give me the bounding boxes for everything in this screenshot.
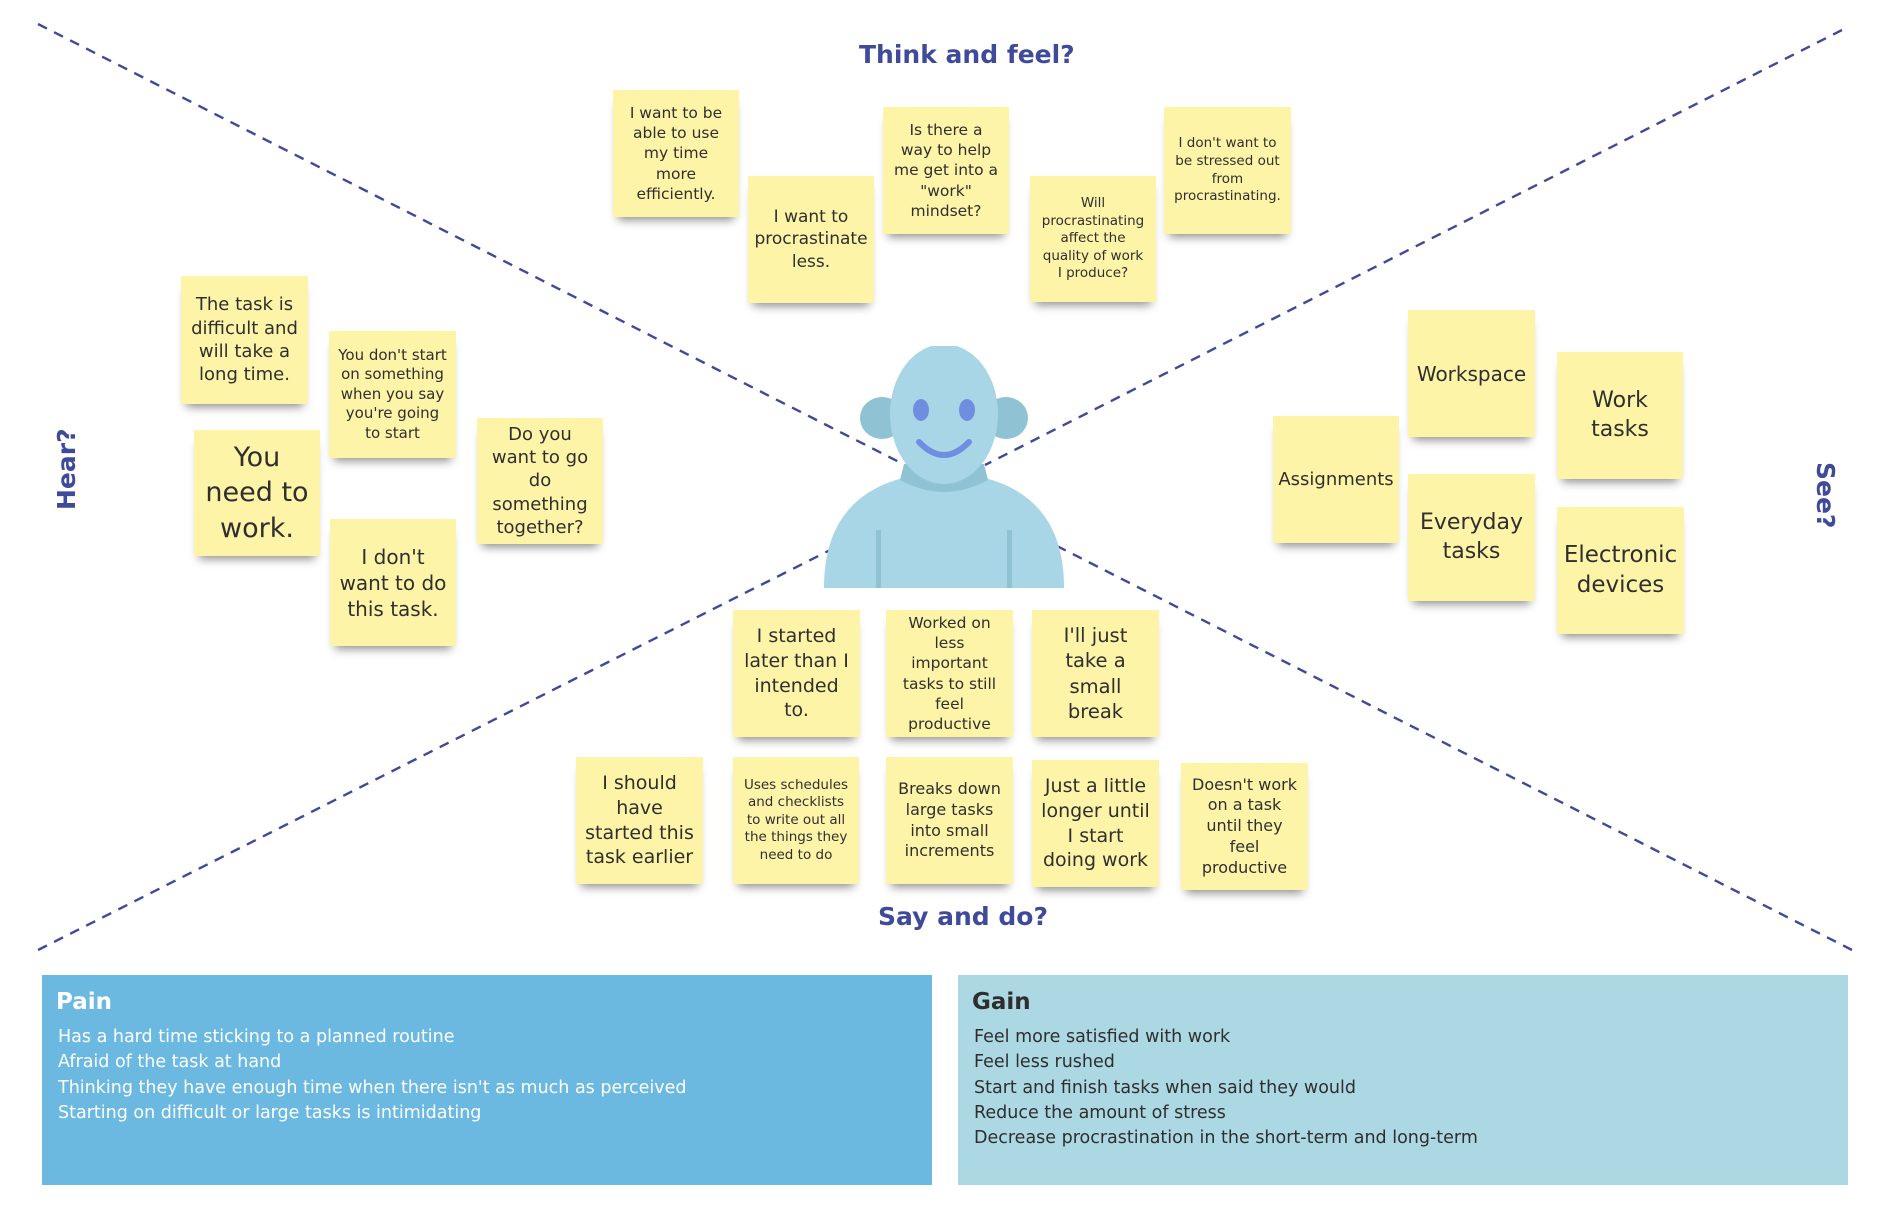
- hear-label: Hear?: [52, 428, 81, 510]
- hear-note-dont-start: You don't start on something when you sa…: [329, 331, 456, 458]
- hear-note-task-difficult: The task is difficult and will take a lo…: [181, 276, 308, 404]
- think-note-work-mindset: Is there a way to help me get into a "wo…: [883, 107, 1009, 234]
- gain-title: Gain: [972, 989, 1031, 1015]
- think-note-procrastinate-less: I want to procrastinate less.: [748, 176, 874, 303]
- pain-item: Afraid of the task at hand: [58, 1052, 282, 1073]
- say-note-started-later: I started later than I intended to.: [733, 610, 860, 737]
- hear-note-dont-want-task: I don't want to do this task.: [330, 519, 456, 646]
- gain-item: Feel more satisfied with work: [974, 1027, 1231, 1047]
- person-avatar-icon: [824, 346, 1064, 588]
- say-note-small-break: I'll just take a small break: [1032, 610, 1159, 737]
- gain-item: Start and finish tasks when said they wo…: [974, 1077, 1356, 1098]
- see-note-workspace: Workspace: [1408, 310, 1535, 437]
- divider-line-top-left: [37, 22, 906, 467]
- pain-item: Thinking they have enough time when ther…: [58, 1077, 687, 1098]
- pain-item: Has a hard time sticking to a planned ro…: [58, 1027, 455, 1047]
- see-note-everyday-tasks: Everyday tasks: [1408, 474, 1535, 601]
- think-note-use-time-efficiently: I want to be able to use my time more ef…: [613, 90, 739, 217]
- hear-note-do-something-together: Do you want to go do something together?: [477, 418, 603, 544]
- divider-line-bottom-left: [37, 543, 841, 952]
- pain-title: Pain: [56, 989, 113, 1015]
- think-and-feel-label: Think and feel?: [859, 40, 1075, 69]
- gain-item: Decrease procrastination in the short-te…: [974, 1128, 1478, 1149]
- gain-item: Reduce the amount of stress: [974, 1102, 1226, 1123]
- pain-panel: Pain Has a hard time sticking to a plann…: [42, 975, 932, 1185]
- say-note-breaks-down-tasks: Breaks down large tasks into small incre…: [886, 757, 1013, 884]
- say-and-do-label: Say and do?: [878, 902, 1048, 931]
- divider-line-top-right: [984, 28, 1843, 467]
- see-label: See?: [1811, 462, 1840, 529]
- say-note-until-feel-productive: Doesn't work on a task until they feel p…: [1181, 763, 1308, 890]
- say-note-schedules-checklists: Uses schedules and checklists to write o…: [733, 757, 859, 884]
- hear-note-you-need-to-work: You need to work.: [194, 430, 320, 556]
- see-note-electronic-devices: Electronic devices: [1557, 507, 1684, 634]
- see-note-work-tasks: Work tasks: [1557, 352, 1683, 479]
- gain-panel: Gain Feel more satisfied with work Feel …: [958, 975, 1848, 1185]
- gain-item: Feel less rushed: [974, 1052, 1115, 1073]
- pain-item: Starting on difficult or large tasks is …: [58, 1102, 482, 1123]
- divider-line-bottom-right: [1054, 543, 1853, 952]
- gain-list: Feel more satisfied with work Feel less …: [972, 1025, 1834, 1151]
- say-note-should-have-started: I should have started this task earlier: [576, 757, 703, 884]
- say-note-less-important-tasks: Worked on less important tasks to still …: [886, 610, 1013, 737]
- think-note-quality-of-work: Will procrastinating affect the quality …: [1030, 176, 1156, 302]
- think-note-stressed-out: I don't want to be stressed out from pro…: [1164, 107, 1291, 234]
- see-note-assignments: Assignments: [1273, 416, 1399, 543]
- pain-list: Has a hard time sticking to a planned ro…: [56, 1025, 918, 1126]
- say-note-little-longer: Just a little longer until I start doing…: [1032, 760, 1159, 887]
